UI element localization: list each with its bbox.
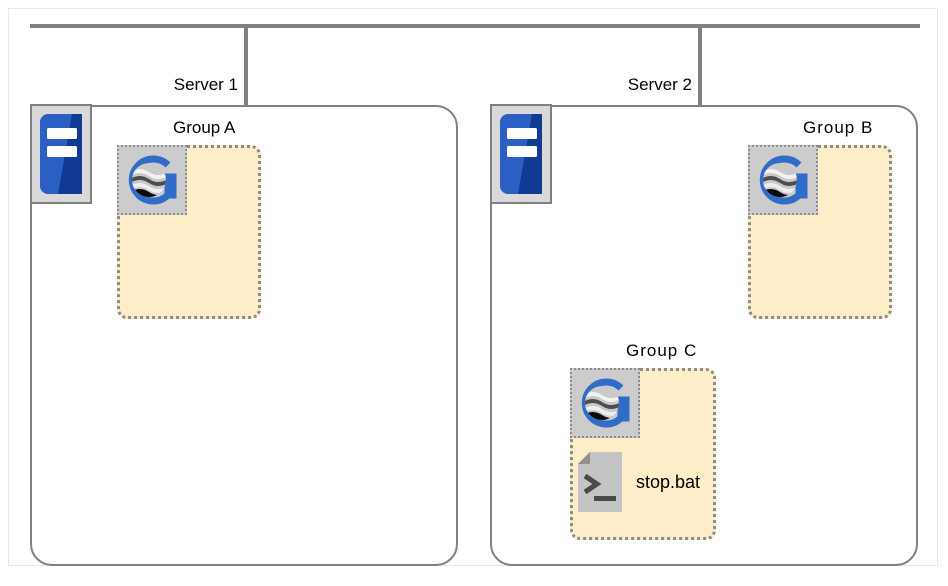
globe-glyph-icon bbox=[581, 378, 630, 428]
server-1-label: Server 1 bbox=[173, 75, 238, 94]
group-c-label: Group C bbox=[626, 341, 698, 360]
file-label-stop-bat: stop.bat bbox=[636, 472, 701, 492]
group-a-icon[interactable] bbox=[117, 145, 187, 215]
connector-drop-server-2 bbox=[698, 24, 702, 106]
group-a-box[interactable] bbox=[117, 145, 261, 319]
group-c-icon[interactable] bbox=[570, 368, 640, 438]
globe-glyph-icon bbox=[759, 155, 808, 205]
group-b-icon[interactable] bbox=[748, 145, 818, 215]
server-1-icon[interactable] bbox=[30, 104, 92, 204]
batch-file-icon bbox=[576, 450, 624, 514]
connector-bus-line bbox=[30, 24, 920, 28]
server-glyph-icon bbox=[40, 114, 82, 194]
connector-drop-server-1 bbox=[244, 24, 248, 106]
server-2-icon[interactable] bbox=[490, 104, 552, 204]
globe-glyph-icon bbox=[128, 155, 177, 205]
file-item-stop-bat[interactable]: stop.bat bbox=[576, 450, 700, 514]
server-glyph-icon bbox=[500, 114, 542, 194]
group-b-label: Group B bbox=[803, 118, 874, 137]
group-a-label: Group A bbox=[173, 118, 236, 137]
server-2-label: Server 2 bbox=[627, 75, 692, 94]
page-border bbox=[8, 8, 938, 566]
